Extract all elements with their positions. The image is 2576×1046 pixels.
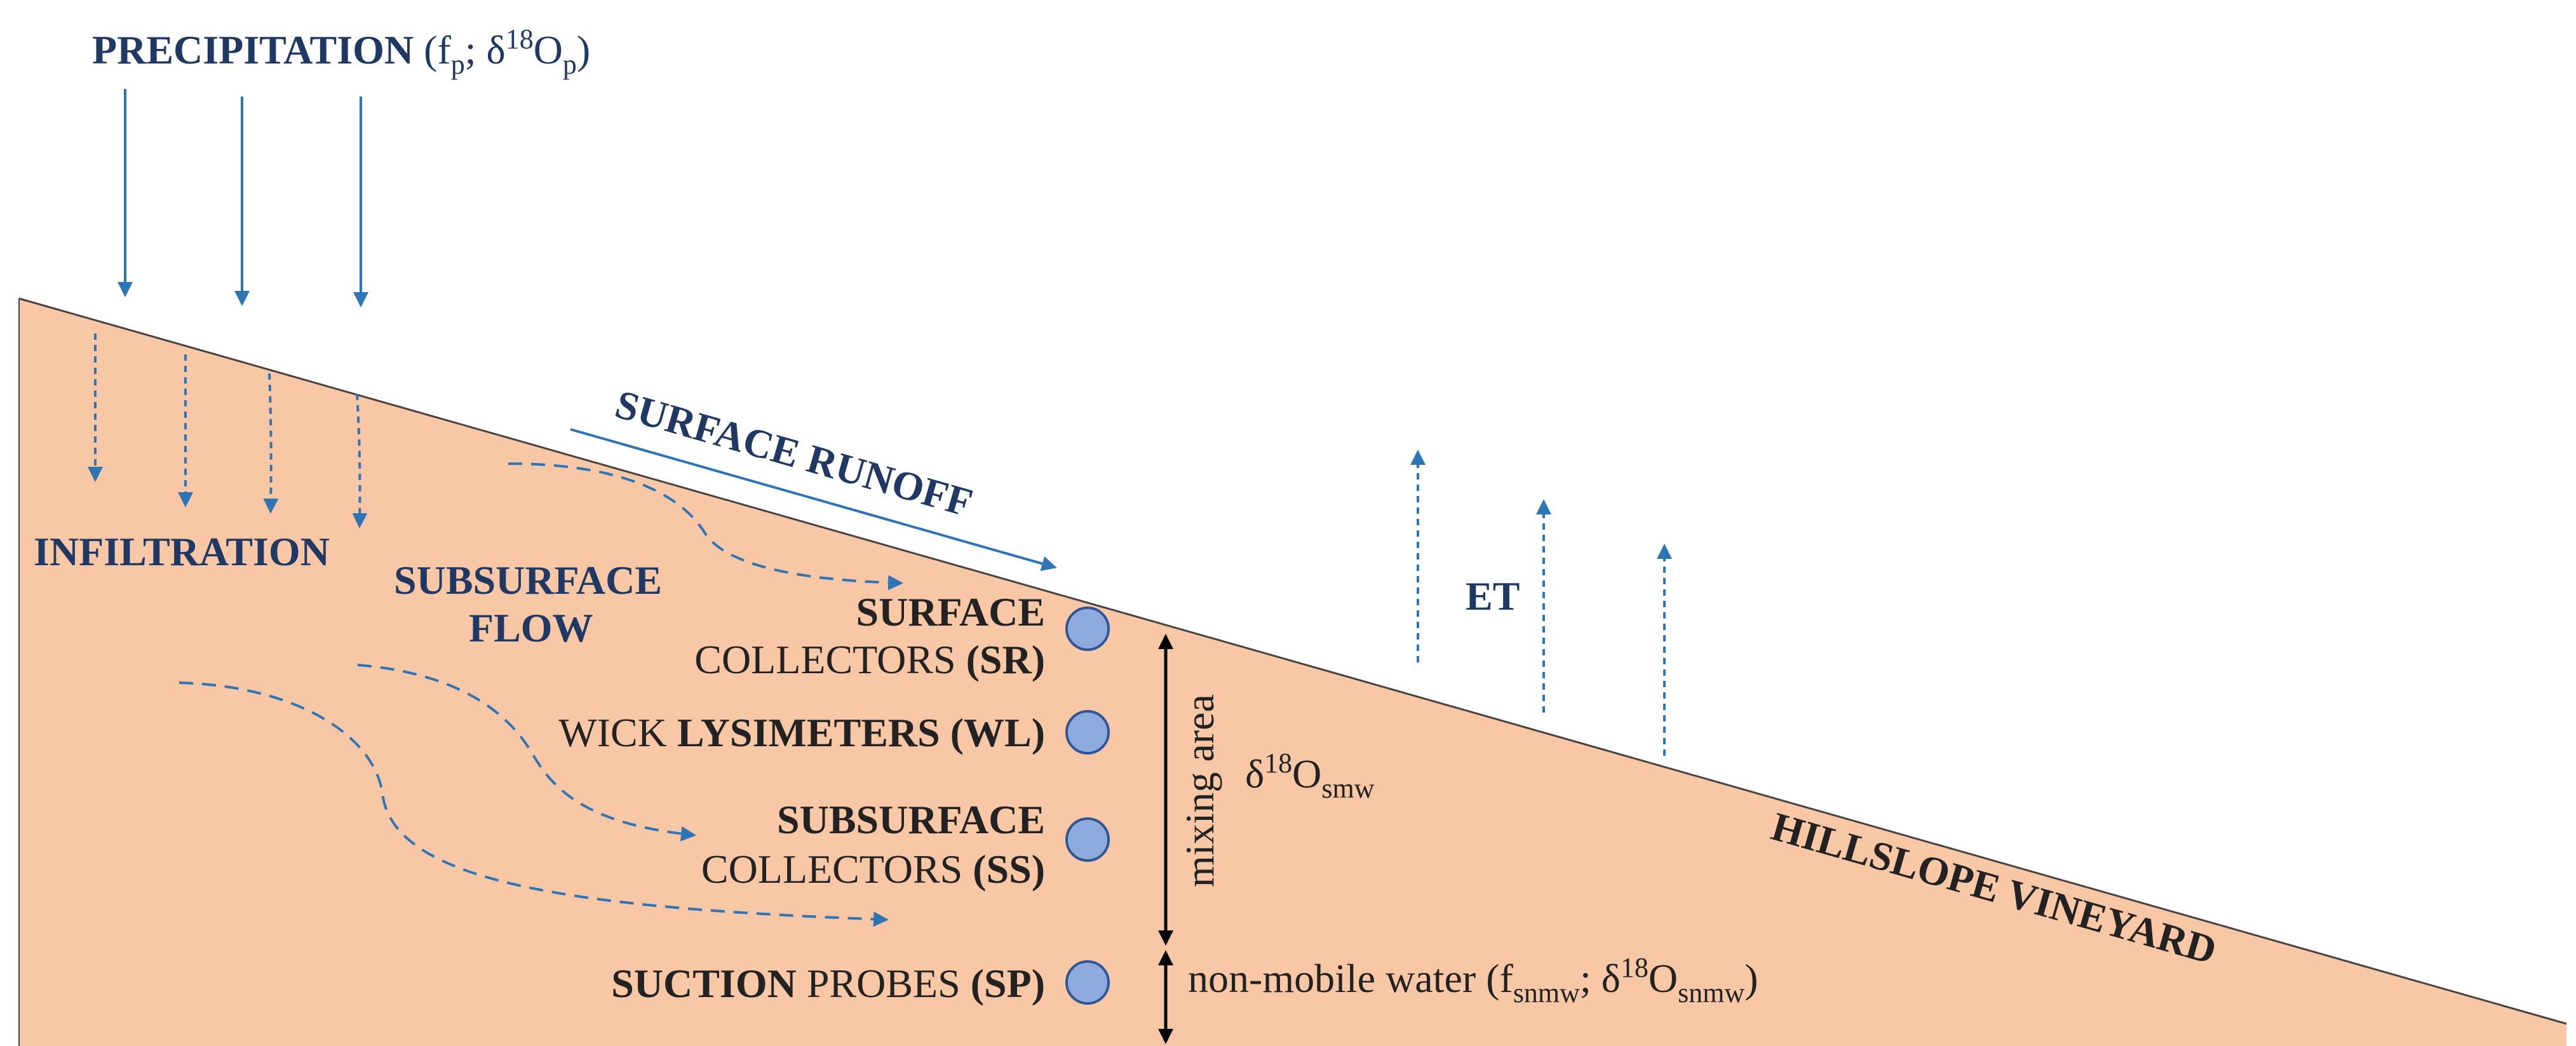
subsurface-flow-arrow <box>179 681 889 927</box>
wick-lysimeter-circle <box>1065 710 1110 754</box>
infiltration-arrows <box>88 333 368 528</box>
subsurface-flow-arrows <box>179 462 903 927</box>
mixing-area-label: mixing area <box>1177 694 1222 887</box>
suction-probe-circle <box>1065 960 1110 1005</box>
et-label: ET <box>1466 573 1520 619</box>
surface-runoff-arrow <box>570 428 1057 572</box>
subsurface-flow-label-line1: SUBSURFACE <box>394 558 662 603</box>
subsurface-flow-label-line2: FLOW <box>469 605 593 650</box>
infiltration-arrow <box>352 393 368 528</box>
slope-surface-line <box>18 297 2567 1025</box>
precipitation-label: PRECIPITATION (fp; δ18Op) <box>92 23 590 80</box>
delta18o-smw-label: δ18Osmw <box>1245 748 1375 804</box>
infiltration-label: INFILTRATION <box>34 529 330 574</box>
surface-collectors-label-line2: COLLECTORS (SR) <box>694 637 1045 682</box>
surface-collectors-label-line1: SURFACE <box>856 589 1046 634</box>
subsurface-collectors-label-line1: SUBSURFACE <box>777 797 1045 842</box>
precipitation-arrows <box>118 89 368 307</box>
et-arrows <box>1410 450 1672 756</box>
soil-hillslope <box>19 298 2566 1046</box>
subsurface-flow-arrow <box>357 664 696 841</box>
non-mobile-water-label: non-mobile water (fsnmw; δ18Osnmw) <box>1188 952 1758 1009</box>
subsurface-collectors-label-line2: COLLECTORS (SS) <box>701 847 1045 892</box>
infiltration-arrow <box>263 373 279 514</box>
suction-probes-label: SUCTION PROBES (SP) <box>611 961 1045 1006</box>
surface-collector-circle <box>1065 607 1110 651</box>
subsurface-collector-circle <box>1065 817 1110 862</box>
collector-circles <box>1065 607 1110 1005</box>
subsurface-flow-arrow <box>508 462 903 591</box>
wick-lysimeters-label: WICK LYSIMETERS (WL) <box>558 710 1045 755</box>
